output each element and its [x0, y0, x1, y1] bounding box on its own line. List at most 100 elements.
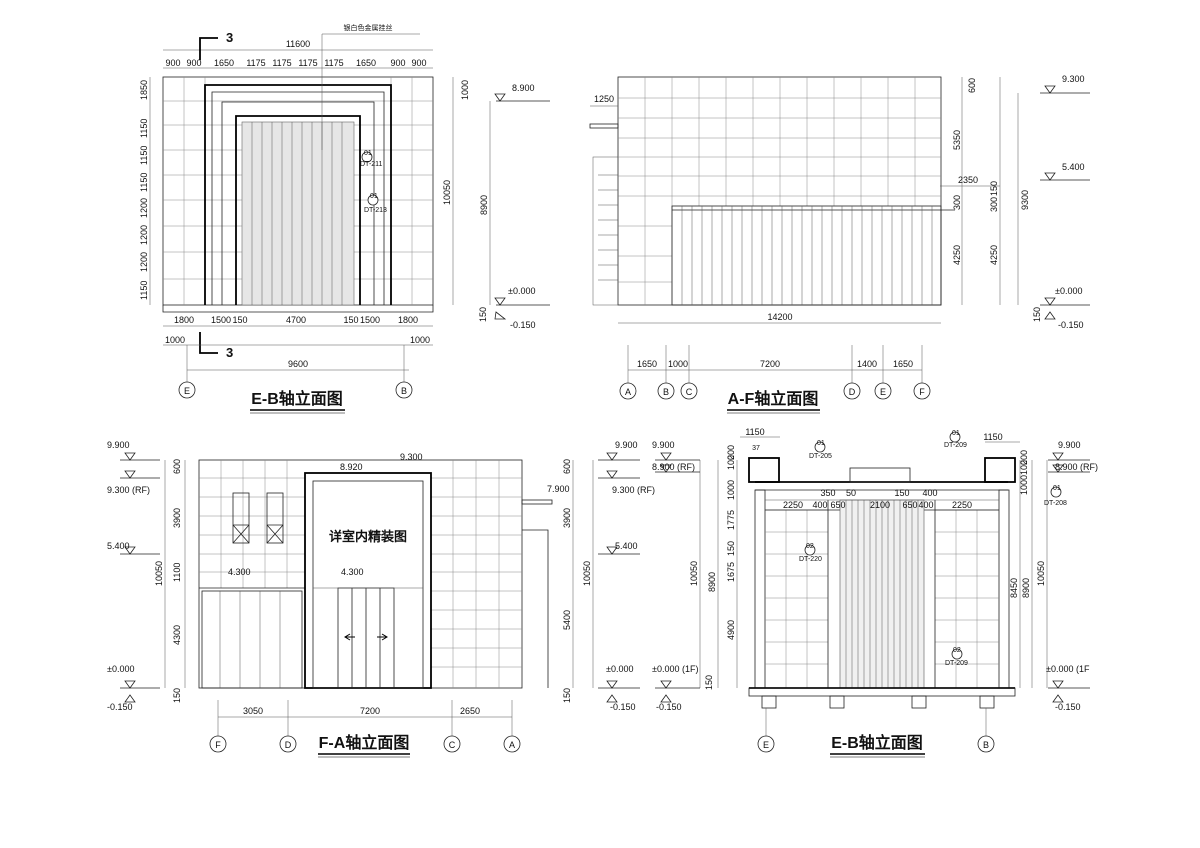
dim-label: 600: [967, 78, 977, 93]
fa-axis-f: [209, 735, 227, 753]
dim-label: 1200: [139, 252, 149, 272]
dim-label: 650: [902, 500, 917, 510]
fa-elev-4300-left: 4.300: [228, 567, 251, 577]
dim-label: 150: [172, 688, 182, 703]
axis-label: B: [663, 387, 669, 397]
eb-top-section-number-bottom: 3: [226, 345, 233, 360]
fa-elev-7900: 7.900: [547, 484, 570, 494]
dim-label: 1200: [139, 198, 149, 218]
eb-top-axis-b: [395, 381, 413, 399]
fa-window-left: [232, 492, 250, 544]
dim-label: 9600: [288, 359, 308, 369]
eb-top-detail-tag-b: [367, 194, 379, 206]
eb-top-dim-total: 11600: [286, 39, 310, 49]
af-elev-mark-top: [1040, 85, 1090, 94]
eb-top-elev-top: 8.900: [512, 83, 535, 93]
dim-label: 350: [820, 488, 835, 498]
af-side-stair: [592, 156, 619, 306]
eb-bot-tag-c: [804, 544, 816, 556]
dim-label: 1100: [172, 563, 182, 582]
fa-view-title: F-A轴立面图: [319, 733, 410, 752]
dim-label: 7200: [360, 706, 380, 716]
dim-label: 150: [894, 488, 909, 498]
dim-label: 1150: [139, 119, 149, 138]
af-elev-mark-mid: [1040, 172, 1090, 181]
af-panel-grid: [618, 77, 941, 305]
dim-label: 2650: [460, 706, 480, 716]
fa-elev-zero: ±0.000: [107, 664, 134, 674]
dim-label: 7200: [760, 359, 780, 369]
dim-label: 300: [952, 195, 962, 210]
axis-label: F: [215, 740, 221, 750]
af-axis-a: [619, 382, 637, 400]
af-axis-d: [843, 382, 861, 400]
fa-elev-top: 9.900: [107, 440, 130, 450]
eb-top-portal-outer: [204, 84, 392, 305]
axis-label: D: [285, 740, 292, 750]
dim-label: 1650: [893, 359, 913, 369]
dim-label: 900: [390, 58, 405, 68]
dim-label: 5400: [562, 610, 572, 630]
dim-label: 1150: [139, 281, 149, 300]
af-elev-mark-neg: [1044, 311, 1056, 320]
dim-label: 1650: [214, 58, 234, 68]
af-axis-e: [874, 382, 892, 400]
tag-number: 01: [817, 440, 825, 447]
dim-label: 4900: [726, 620, 736, 640]
eb-top-material-note: 银白色金属挂丝: [344, 23, 393, 32]
tag-ref: DT-220: [799, 556, 822, 563]
fa-interior-detail-note: 详室内精装图: [329, 529, 407, 544]
tag-number: 02: [953, 647, 961, 654]
eb-bot-footing-2: [829, 695, 845, 709]
eb-bot-elev-top: 9.900: [652, 440, 675, 450]
af-elev-neg: -0.150: [1058, 320, 1084, 330]
axis-label: C: [449, 740, 456, 750]
eb-bot-elev-right-zero: ±0.000 (1F: [1046, 664, 1090, 674]
dim-label: 900: [186, 58, 201, 68]
dim-label: 150: [704, 675, 714, 690]
fa-entrance-portal: [304, 472, 432, 689]
dim-label: 10050: [1036, 561, 1046, 586]
eb-bot-dims-inner: 2250 400 650 2100 650 400 2250 350 50 15…: [783, 488, 972, 510]
eb-bot-footing-3: [911, 695, 927, 709]
dim-label: 37: [752, 445, 760, 452]
view-eb-top: 11600 900 900 1650 1175 1175 1175 1175 1…: [139, 23, 550, 414]
eb-bot-tag-d: [951, 648, 963, 660]
eb-top-view-title: E-B轴立面图: [251, 389, 343, 408]
dim-label: 3900: [172, 508, 182, 528]
dim-label: 8900: [479, 195, 489, 215]
dim-label: 600: [172, 459, 182, 474]
dim-label: 1150: [139, 146, 149, 165]
axis-label: A: [509, 740, 515, 750]
eb-top-mesh-lines: [251, 122, 343, 305]
axis-label: B: [401, 386, 407, 396]
dim-label: 100: [1019, 460, 1029, 475]
dim-label: 400: [812, 500, 827, 510]
dim-label: 1000: [460, 80, 470, 100]
tag-ref: DT-213: [364, 207, 387, 214]
dim-label: 400: [922, 488, 937, 498]
dim-label: 1800: [398, 315, 418, 325]
dim-label: 1000: [165, 335, 185, 345]
fa-entrance-inner: [312, 480, 424, 689]
eb-top-plinth: [162, 305, 434, 313]
fa-elev-8920: 8.920: [340, 462, 363, 472]
dim-label: 9300: [1020, 190, 1030, 210]
fa-elev-rf: 9.300 (RF): [107, 485, 150, 495]
dim-label: 150: [1032, 307, 1042, 322]
eb-bot-parapet-right: [984, 457, 1016, 483]
dim-label: 1150: [983, 432, 1002, 442]
dim-label: 8900: [707, 572, 717, 592]
af-facade-outline: [617, 76, 942, 306]
fa-axis-lines: [217, 700, 513, 736]
eb-top-metal-mesh: [241, 121, 355, 306]
dim-label: 150: [343, 315, 358, 325]
eb-top-dims-top: 900 900 1650 1175 1175 1175 1175 1650 90…: [165, 58, 426, 68]
eb-top-detail-tag-a: [361, 151, 373, 163]
eb-bot-footing-4: [979, 695, 995, 709]
fa-axis-d: [279, 735, 297, 753]
fa-curtain-mullions: [219, 591, 281, 688]
dim-label: 200: [726, 445, 736, 460]
axis-label: E: [763, 740, 769, 750]
